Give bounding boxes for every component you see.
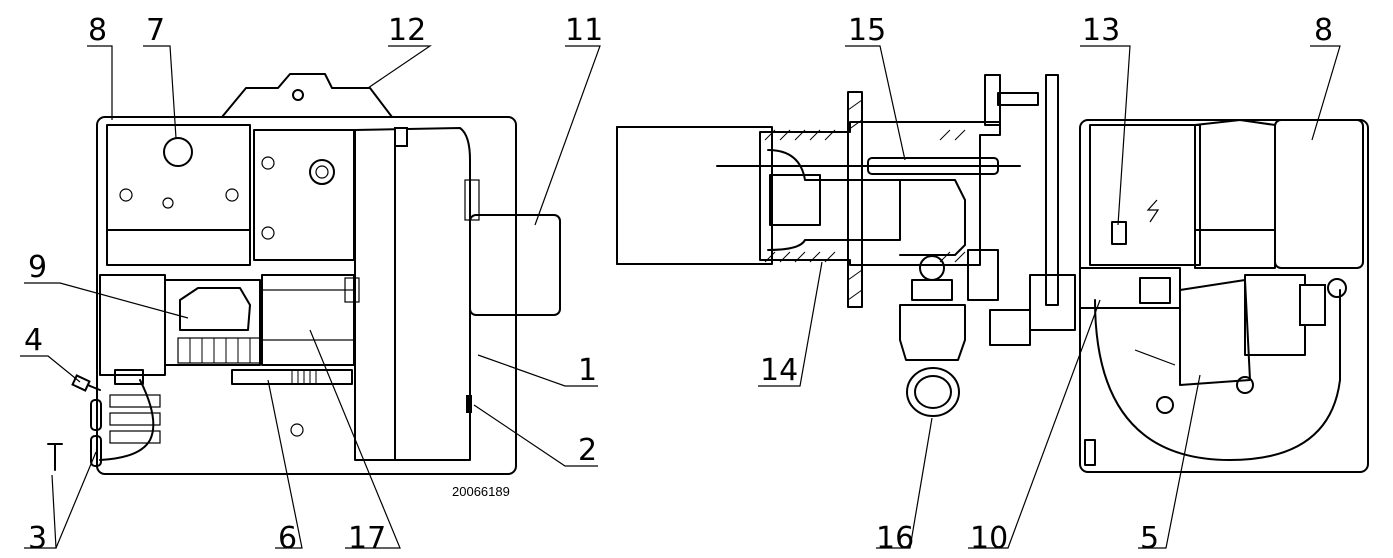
solenoid-valve xyxy=(261,274,355,366)
electrode-holder xyxy=(867,157,999,175)
valve-body xyxy=(967,249,999,301)
air-inlet-cover xyxy=(354,127,471,461)
screw xyxy=(261,226,275,240)
middle-section-view xyxy=(616,74,1076,417)
fixing-screw-slot xyxy=(90,399,102,431)
fan-housing xyxy=(1094,289,1341,461)
oil-fitting xyxy=(899,304,966,361)
mounting-flange xyxy=(847,91,863,308)
pump-block xyxy=(164,279,261,366)
air-damper xyxy=(1179,279,1251,386)
motor-terminal xyxy=(1299,284,1326,326)
pump-fitting xyxy=(1139,277,1171,304)
mechanism-area xyxy=(253,129,355,261)
callout-labels: 8 7 12 11 9 4 1 2 3 6 17 15 13 8 14 16 1… xyxy=(24,13,1333,556)
lifting-bracket xyxy=(221,73,393,118)
electrical-hazard-symbol xyxy=(1146,199,1160,223)
electronic-box xyxy=(1194,119,1276,269)
callout-17: 17 xyxy=(348,521,386,556)
pump-fins xyxy=(177,337,261,364)
ignition-transformer xyxy=(99,274,166,376)
screw xyxy=(119,188,133,202)
screw xyxy=(162,197,174,209)
mechanism-hole xyxy=(309,159,335,185)
callout-11: 11 xyxy=(565,13,603,48)
hose-fitting xyxy=(114,369,144,385)
motor xyxy=(1244,274,1306,356)
left-burner-view xyxy=(47,73,561,475)
adjusting-bolt xyxy=(997,92,1039,106)
callout-8-right: 8 xyxy=(1314,13,1333,48)
screw xyxy=(261,156,275,170)
callout-8-left: 8 xyxy=(88,13,107,48)
diffuser-disc xyxy=(767,149,901,251)
bolt-bracket xyxy=(984,74,1001,126)
mounting-flange-hatching xyxy=(847,99,863,301)
fan-screw xyxy=(1236,376,1254,394)
adjusting-screw-thread xyxy=(291,370,317,384)
fan-cover-top xyxy=(1274,119,1364,269)
oil-union xyxy=(919,255,945,281)
oil-nipple xyxy=(911,279,953,301)
reset-button xyxy=(163,137,193,167)
callout-4: 4 xyxy=(24,323,43,358)
fan-screw xyxy=(1156,396,1174,414)
callout-12: 12 xyxy=(388,13,426,48)
pump-housing-front xyxy=(1079,267,1181,309)
control-module xyxy=(1089,124,1201,266)
pump-fin-lines xyxy=(189,338,251,363)
ground-screw xyxy=(1111,221,1127,245)
section-hatching xyxy=(764,129,966,263)
cover-screw xyxy=(466,395,472,413)
callout-10: 10 xyxy=(970,521,1008,556)
oil-inlet-pipe xyxy=(906,367,960,417)
oil-hose xyxy=(99,379,155,461)
nozzle-assembly xyxy=(899,179,966,256)
fixing-screw-slot xyxy=(90,435,102,467)
oil-inlet-pipe-bore xyxy=(914,375,952,409)
screw xyxy=(225,188,239,202)
mount-plate xyxy=(1045,74,1059,306)
callout-16: 16 xyxy=(876,521,914,556)
lower-valve-2 xyxy=(1029,274,1076,331)
callout-1: 1 xyxy=(578,353,597,388)
callout-15: 15 xyxy=(848,13,886,48)
pump-cover xyxy=(179,287,251,331)
callout-5: 5 xyxy=(1140,521,1159,556)
air-grille xyxy=(109,394,161,444)
foot xyxy=(1084,439,1096,466)
damper-indicator xyxy=(1134,349,1176,366)
mechanism-hole-inner xyxy=(315,165,329,179)
callout-7: 7 xyxy=(146,13,165,48)
callout-13: 13 xyxy=(1082,13,1120,48)
flange-connector xyxy=(464,179,480,221)
callout-14: 14 xyxy=(760,353,798,388)
nozzle-holder xyxy=(769,174,821,226)
figure-code: 20066189 xyxy=(452,484,510,499)
hole xyxy=(290,423,304,437)
callout-9: 9 xyxy=(28,250,47,285)
callout-6: 6 xyxy=(278,521,297,556)
right-front-view xyxy=(1079,119,1369,473)
valve-connector xyxy=(344,277,360,303)
solenoid-valve-body xyxy=(261,289,355,341)
leader-lines xyxy=(20,45,1341,549)
cover-clip xyxy=(394,127,408,147)
fixing-screw xyxy=(47,443,63,471)
callout-2: 2 xyxy=(578,433,597,468)
housing-outline xyxy=(96,116,517,475)
blast-tube xyxy=(616,126,773,265)
control-box xyxy=(106,124,251,266)
bracket-hole xyxy=(292,89,304,101)
callout-3: 3 xyxy=(28,521,47,556)
lower-valve xyxy=(989,309,1031,346)
combustion-head xyxy=(759,121,1001,266)
ground-terminal xyxy=(1327,278,1347,298)
